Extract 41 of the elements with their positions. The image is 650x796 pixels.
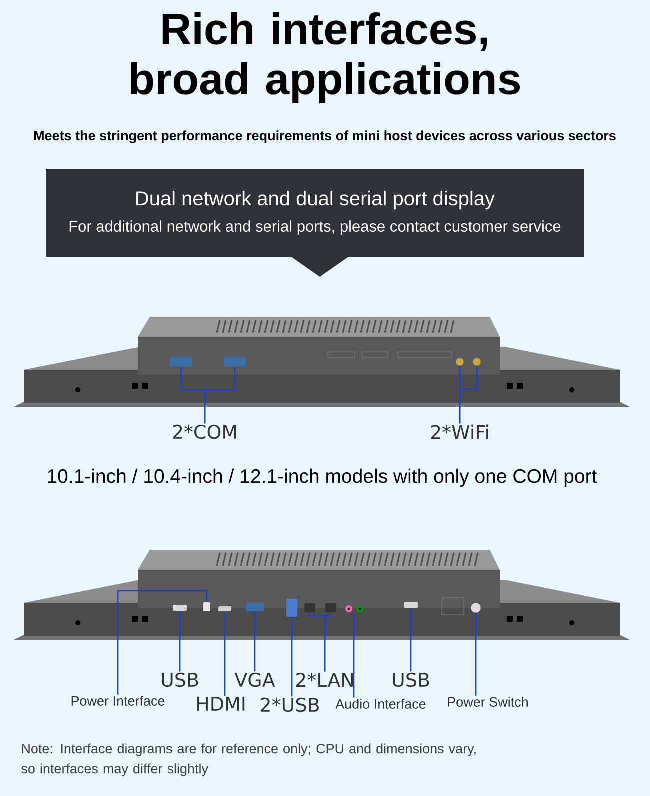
leader-line <box>475 613 477 696</box>
port-label: Power Switch <box>448 697 528 707</box>
leader-line <box>324 612 332 672</box>
serial-port <box>170 357 192 367</box>
port-label: Power Interface <box>72 696 165 706</box>
leader-line <box>353 613 355 698</box>
leader-line <box>291 617 293 697</box>
port-label: 2*WiFi <box>431 424 488 440</box>
title: Rich interfaces, broad applications <box>131 12 520 104</box>
leader-line <box>224 612 226 696</box>
port-label: HDMI <box>197 697 245 711</box>
audio-jacks <box>346 606 364 612</box>
callout-box: Dual network and dual serial port display For additional network and serial ports, please contact customer service <box>46 169 584 277</box>
port-label: USB <box>393 672 430 688</box>
leader-line <box>410 608 412 672</box>
antenna-connector <box>456 358 464 366</box>
footnote: Note: Interface diagrams are for reference only; CPU and dimensions vary, so interfaces may differ slightly <box>22 744 476 776</box>
hdmi-port <box>218 606 232 612</box>
power-jack <box>204 602 210 612</box>
vga-port <box>246 602 264 612</box>
port-label: USB <box>162 672 198 688</box>
note-text: 10.1-inch / 10.4-inch / 12.1-inch models with only one COM port <box>48 468 598 488</box>
port-label: 2*USB <box>261 698 319 712</box>
power-button <box>470 602 482 614</box>
antenna-connector <box>472 358 482 366</box>
usb-port <box>286 599 298 617</box>
leader-line <box>117 590 208 695</box>
port-label: Audio Interface <box>336 699 426 709</box>
leader-line <box>459 366 478 424</box>
port-label: VGA <box>234 672 276 688</box>
ethernet-port <box>304 604 316 612</box>
subtitle: Meets the stringent performance requirements of mini host devices across various sectors <box>34 130 616 144</box>
serial-port <box>224 357 246 367</box>
usb-port <box>173 605 187 611</box>
leader-line <box>254 612 256 672</box>
port-label: 2*LAN <box>296 672 353 688</box>
leader-line <box>204 367 236 424</box>
leader-line <box>179 611 181 672</box>
usb-port <box>404 602 418 608</box>
port-label: 2*COM <box>173 424 236 440</box>
ethernet-port <box>326 604 336 612</box>
